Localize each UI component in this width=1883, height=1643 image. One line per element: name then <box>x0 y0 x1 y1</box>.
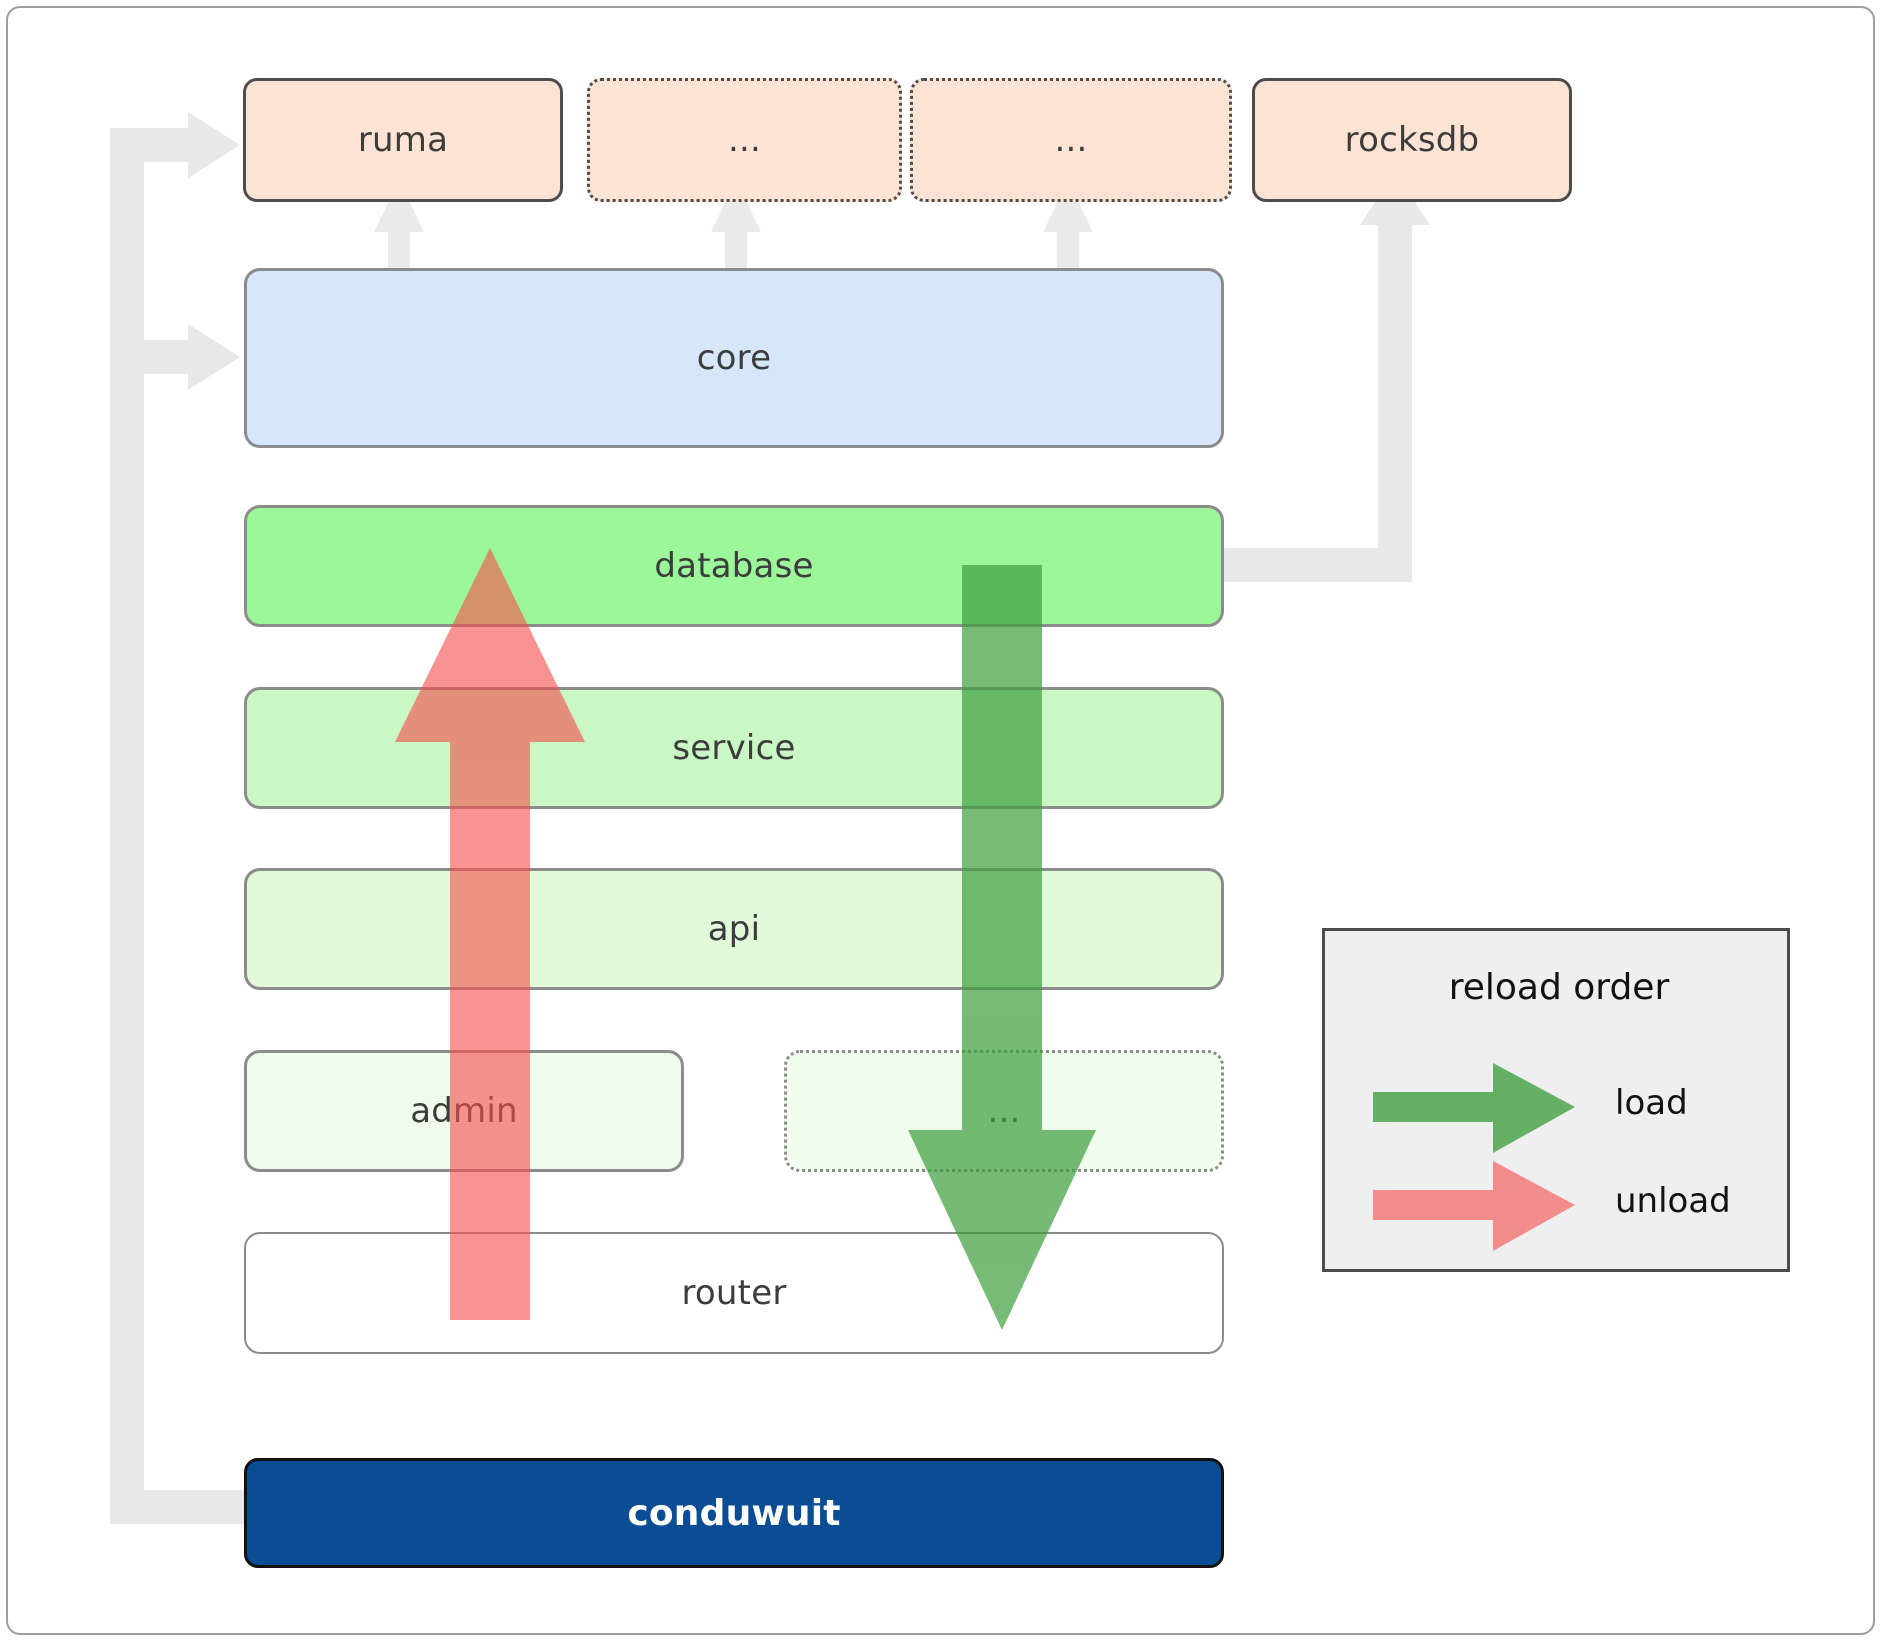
layer-box-dots[interactable]: ... <box>784 1050 1224 1172</box>
layer-label-dots: ... <box>987 1091 1021 1131</box>
conduwuit-box[interactable]: conduwuit <box>244 1458 1224 1568</box>
dep-box-dots-1[interactable]: ... <box>587 78 902 202</box>
core-box[interactable]: core <box>244 268 1224 448</box>
legend-panel: reload order load unload <box>1322 928 1790 1272</box>
layer-label-router: router <box>681 1273 787 1313</box>
layer-label-api: api <box>707 909 761 949</box>
conduwuit-label: conduwuit <box>627 1492 841 1534</box>
layer-box-api[interactable]: api <box>244 868 1224 990</box>
dep-box-rocksdb[interactable]: rocksdb <box>1252 78 1572 202</box>
layer-box-database[interactable]: database <box>244 505 1224 627</box>
dep-label-dots-2: ... <box>1054 120 1088 160</box>
legend-arrow-graphics <box>1373 1063 1575 1251</box>
legend-unload-arrow <box>1373 1161 1575 1251</box>
dep-label-dots-1: ... <box>727 120 762 160</box>
legend-title: reload order <box>1448 967 1670 1008</box>
layer-box-router[interactable]: router <box>244 1232 1224 1354</box>
layer-box-service[interactable]: service <box>244 687 1224 809</box>
diagram-frame <box>6 6 1875 1635</box>
core-label: core <box>696 338 772 378</box>
dep-box-ruma[interactable]: ruma <box>243 78 563 202</box>
layer-label-service: service <box>672 728 796 768</box>
legend-label-load: load <box>1615 1083 1688 1123</box>
dep-label-rocksdb: rocksdb <box>1344 120 1480 160</box>
legend-load-arrow <box>1373 1063 1575 1153</box>
legend-label-unload: unload <box>1615 1181 1731 1221</box>
layer-label-database: database <box>654 546 814 586</box>
layer-box-admin[interactable]: admin <box>244 1050 684 1172</box>
layer-label-admin: admin <box>410 1091 518 1131</box>
dep-box-dots-2[interactable]: ... <box>910 78 1232 202</box>
dep-label-ruma: ruma <box>357 120 449 160</box>
